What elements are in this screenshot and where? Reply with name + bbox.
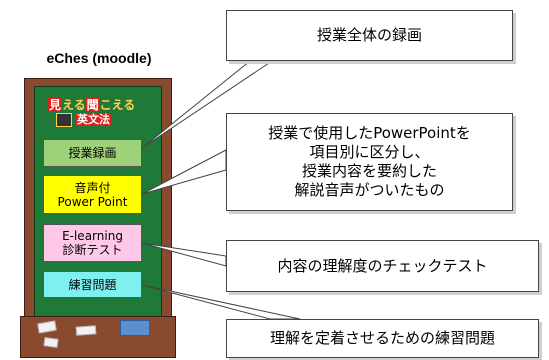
callout-practice: 理解を定着させるための練習問題 <box>226 319 539 358</box>
callout-recording: 授業全体の録画 <box>226 10 513 61</box>
board-heading: 見える聞こえる <box>48 98 136 112</box>
callout-pointer-1 <box>141 60 274 149</box>
callout-pointer-3 <box>141 242 227 267</box>
page-title: eChes (moodle) <box>46 50 152 66</box>
recording-button[interactable]: 授業録画 <box>43 139 142 167</box>
callout-pointer-2 <box>141 149 227 195</box>
board-subheading: 英文法 <box>56 111 111 127</box>
board-logo-icon <box>56 113 72 127</box>
callout-elearning: 内容の理解度のチェックテスト <box>226 240 539 292</box>
callout-powerpoint: 授業で使用したPowerPointを 項目別に区分し、 授業内容を要約した 解説… <box>226 113 513 211</box>
practice-button[interactable]: 練習問題 <box>43 271 142 298</box>
eraser <box>120 320 150 336</box>
